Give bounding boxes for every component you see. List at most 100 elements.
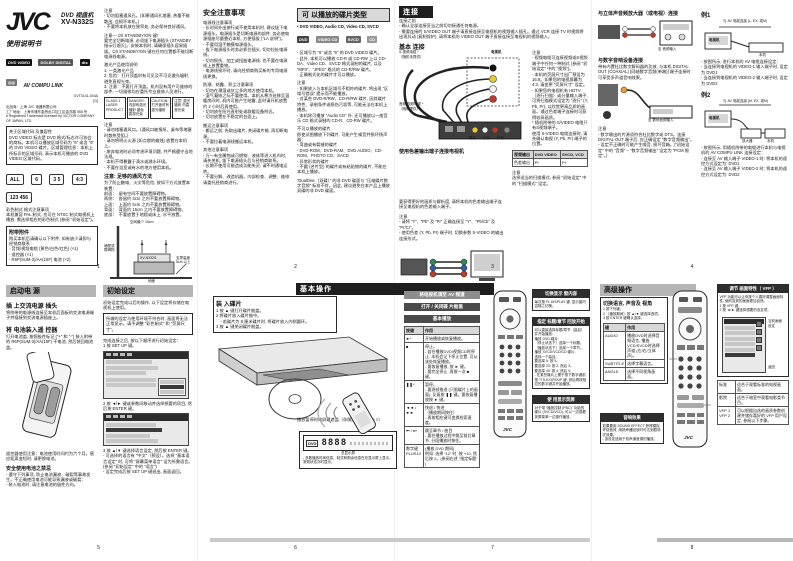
stereo-amp-heading: 与立体声音频放大器（或电视）连接 — [598, 11, 679, 17]
page-number: 2 — [294, 264, 297, 270]
digital-in-label: 至 数码音频输入 — [648, 118, 674, 123]
tbl-h1: DVD VIDEO — [532, 150, 561, 159]
digital-out-logo: ◎◎ — [6, 79, 17, 87]
fold-line — [591, 0, 592, 561]
component-art — [400, 250, 504, 281]
callout-display-body: 每次按 FL DISPLAY 键, 显示窗内容随之切换。 — [534, 299, 586, 309]
region-icon-all: ALL — [6, 174, 24, 186]
basic-connection-heading: 基本 连接 — [399, 45, 425, 51]
vfp-current-label: 当前画面 设定 — [768, 319, 782, 328]
page-number: 7 — [491, 545, 494, 551]
display-window-box: DVD 8888 总显示屏 - 多数播放时间信息、制式和剩余信息在总显示屏上显示… — [299, 431, 397, 469]
load-disc-title: 装 入碟片 — [216, 302, 242, 308]
clearance-diagram-art — [110, 225, 192, 279]
safety-column: 安全注意事项 电源线注意事项 - 长时间外出旅行或不使用本机时, 建议拔下电源插… — [203, 8, 291, 185]
audio-connect-column: 与立体声音频放大器（或电视）连接 至 音频输入 与数字音响设备连接 带有内置杜比… — [598, 10, 694, 158]
page-number: 4 — [690, 264, 694, 270]
setup-menu-1 — [103, 350, 189, 399]
key-pause: ❚❚* — [404, 380, 424, 404]
disc-types-column: 可 以播放的碟片类型 • DVD VIDEO, Audio CD, Video … — [297, 8, 390, 194]
load-disc-steps: 1 按 ▲ 键打开碟片舱盖。 2 将碟片放入碟片舱中。 - 若碟片为 8 厘米碟… — [216, 308, 310, 330]
playback-table: 按键 作用 ►*开始播放或恢复播放。 ■停止。 - 若在播放DVD/视频CD时停… — [404, 326, 480, 468]
digital-audio-heading: 与数字音响设备连接 — [598, 58, 644, 64]
tbl-r2: PI — [559, 158, 589, 167]
col-key: 键 — [602, 322, 627, 332]
callout-direct-select: 指定 标题/章节 回放开始 可以直接选择标题/章节（曲目）并开始播放： 播放 D… — [532, 317, 590, 390]
sound-effect-title: 音响效果 — [601, 414, 663, 422]
note-ventilation: 注意 - 切勿阻塞通风孔。(如果通风孔堵塞, 热量不能散出, 会损坏本机。) -… — [104, 8, 190, 30]
battery-text: 打开电池盖, 按照极性标记 (“+” 和 “-”) 装入附带的 R6P(SUM-… — [6, 333, 94, 350]
safety-other: 其他注意事项 - 万一有金属物或可燃物、液体等进入机内时, 请先关机, 拔下电源… — [203, 147, 290, 185]
callout-onscreen: 使 用显示荧屏 对于带 “播放控制 (PBC)” 功能的碟片 (SVCD/VCD… — [532, 395, 590, 422]
setup-step3: 3 按 ▲/▼ 键选择语言设定, 然后按 ENTER 键。 - 可选择的语言有 … — [103, 447, 193, 475]
page-3-connections: 连接 连接之前 - 确认全部连接妥当之前切勿接通任何电源。 - 需要连接的 S/… — [394, 0, 591, 287]
page-number: 3 — [491, 264, 494, 270]
playback-column: 将电视机调至 AV 频道 打开 / 关闭碟 片舱盖 基本播放 按键 作用 ►*开… — [404, 291, 480, 468]
white-label: 白色 — [483, 136, 490, 140]
page-1-cover: JVC DVD 视盘机 XV-N332S 使用说明书 DVD VIDEO DOL… — [0, 0, 197, 283]
component-notes: 注意 - 请将 “Y”、“Pb” 及 “Pr” 正确连接至 “Y”、“Pb/Cb… — [399, 214, 504, 241]
page-number: 1 — [97, 264, 100, 270]
col-key: 按键 — [404, 326, 424, 335]
tbl-h2: SVCD, VCD — [559, 150, 589, 159]
note-standby: 注意— ⏻/I STANDBY/ON 键! 要完全切断电源, 必须拔下电源插头 … — [104, 32, 194, 60]
battery-safety-text: - 遵守下列事项, 防止电池漏液、破裂等事故发生。不正确使用电池可能导致漏液或破… — [6, 471, 91, 488]
language-heading: 切换语言, 声音及 视角 — [603, 301, 653, 307]
remote2-art — [669, 290, 711, 448]
display-window-label: 总显示屏 — [341, 451, 355, 455]
example1-art — [704, 26, 784, 53]
dolby-digital-logo: DOLBY DIGITAL — [38, 59, 74, 67]
example1-note: - 按图所示, 进行本机的 AV 电缆连接设定： - 当连接到电视机的 VIDE… — [701, 59, 788, 86]
disc-types-title: 可 以播放的碟片类型 — [297, 8, 390, 22]
ex1-unit-label: 本机 — [759, 53, 766, 57]
disc-types-line: • DVD VIDEO, Audio CD, Video CD, SVCD — [297, 24, 379, 29]
example2-diagram: 与 AV 电缆连接 (M, EX, 或M) 电视机 放大器 本机 — [701, 99, 789, 145]
vfp-title: 调节 画面特性（ VFP ） — [718, 285, 788, 293]
component-text: 要获得更好的画质与解析度, 请将本机的色差输出端子连接至电视机的色差输入端子。 — [399, 199, 502, 210]
page-number: 5 — [97, 545, 100, 551]
vent-wall-label: 墙壁或障碍物 — [104, 243, 115, 253]
region-code-box: 关于区域代码 及兼容性 DVD VIDEO 标志是 DVD 格式/标志许可协会的… — [6, 126, 98, 165]
example1-diagram: 与 AV 电缆连接 (L, EX, 或M) 电视机 本机 — [701, 19, 789, 59]
clearance-diagram: 空间最少 15cm 墙壁或障碍物 XV-N332S 支撑高度 5cm 以上 地面 — [104, 220, 194, 284]
basic-play-bar: 基本播放 — [404, 315, 480, 323]
callout-display-title: 切换显示 窗内容 — [533, 290, 589, 298]
logo-badges-row2: ◎◎ AV COMPU LINK — [6, 74, 98, 92]
tracks-icon: 123 456 — [6, 192, 33, 204]
scan-fold-strip — [657, 538, 793, 542]
laser-instructions: 激光产品使用说明 1. 一类激光产品 2. 危险：打开顶盖时有可见及不可见激光辐… — [104, 62, 193, 95]
vent-floor-label: 地面 — [148, 278, 155, 283]
open-close-bar: 打开 / 关闭碟 片舱盖 — [404, 303, 480, 311]
laser-label: CAUTION: 打开盖时有激光辐射 — [149, 96, 172, 119]
ex2-unit-label: 本机 — [767, 138, 774, 143]
example1-heading: 例1 — [701, 13, 711, 19]
example2-note: - 按图所示, 用随机附带的电缆进行本机与电视机的 AV COMPU LINK … — [701, 144, 788, 177]
language-steps: 1 按下列键。 2 （播放期间）按 ▲/▼ 键选择选项。 3 按 ENTER 键… — [603, 307, 662, 321]
power-column: 启动电 源 插 上交流电源 插头 将附带的电源线连接至本机后面板的交流电源端子并… — [6, 285, 96, 488]
advanced-title: 高级操作 — [600, 284, 696, 296]
digital-audio-text: 带有内置杜比数字解码器的功放, 与本机 DIGITAL OUT (COAXIAL… — [598, 64, 691, 80]
av-compu-link-logo: AV COMPU LINK — [23, 83, 64, 89]
playable-notes: - 区域号为 “6” 或含 “6” 的 DVD VIDEO 碟片。 - 此外, … — [297, 50, 387, 77]
key-audio: AUDIO — [602, 330, 627, 360]
battery-heading: 将 电池装入遥 控器 — [6, 327, 58, 334]
page-number: 6 — [294, 545, 297, 551]
disc-icon-35: 3 5 — [49, 174, 65, 186]
setup-intro: 初始设定完成以后的操作, 以下设定将存储在电视机上使用。 — [103, 300, 190, 311]
key-play: ►* — [404, 334, 424, 343]
note-general: 注意 - 请勿堵塞通风口。(通风口被报纸、桌布等堵塞时散热受阻。) - 请勿将明… — [104, 121, 193, 170]
key-skip: ⏮ / ⏭ — [404, 426, 424, 445]
callout-onscreen-body: 对于带 “播放控制 (PBC)” 功能的碟片 (SVCD/VCD), 可以一边观… — [534, 405, 586, 419]
remote-brand: JVC — [503, 427, 512, 432]
region-icons-row: ALL 6 3 5 4:3 123 456 — [6, 168, 98, 204]
manual-title: 使用说明书 — [6, 41, 41, 48]
setup-step1: 完成连接之后, 按以下顺序进行初始设定： 1 按 SET UP 键。 — [103, 337, 181, 349]
safety-transport: 搬运注意事项 - 搬运之前, 先取出碟片, 关闭碟片舱, 再切断电源。 - 不要… — [203, 122, 288, 144]
logo-badges-row1: DVD VIDEO DOLBY DIGITAL dts — [6, 54, 98, 72]
setup-menu-2 — [103, 413, 189, 446]
power-title: 启动电 源 — [6, 285, 96, 297]
vcd-format-logo: VIDEO CD — [315, 35, 340, 43]
laser-label: 注意: 激光辐射 勿直视光束 — [172, 96, 194, 119]
display-digits: 8888 — [321, 438, 348, 448]
